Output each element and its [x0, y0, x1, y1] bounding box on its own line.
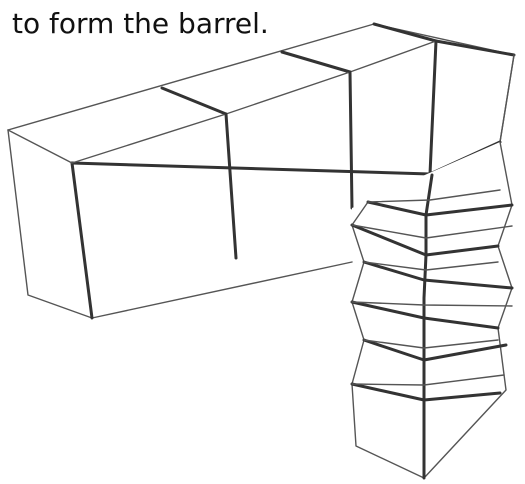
- barrel-construction-diagram: [0, 0, 525, 484]
